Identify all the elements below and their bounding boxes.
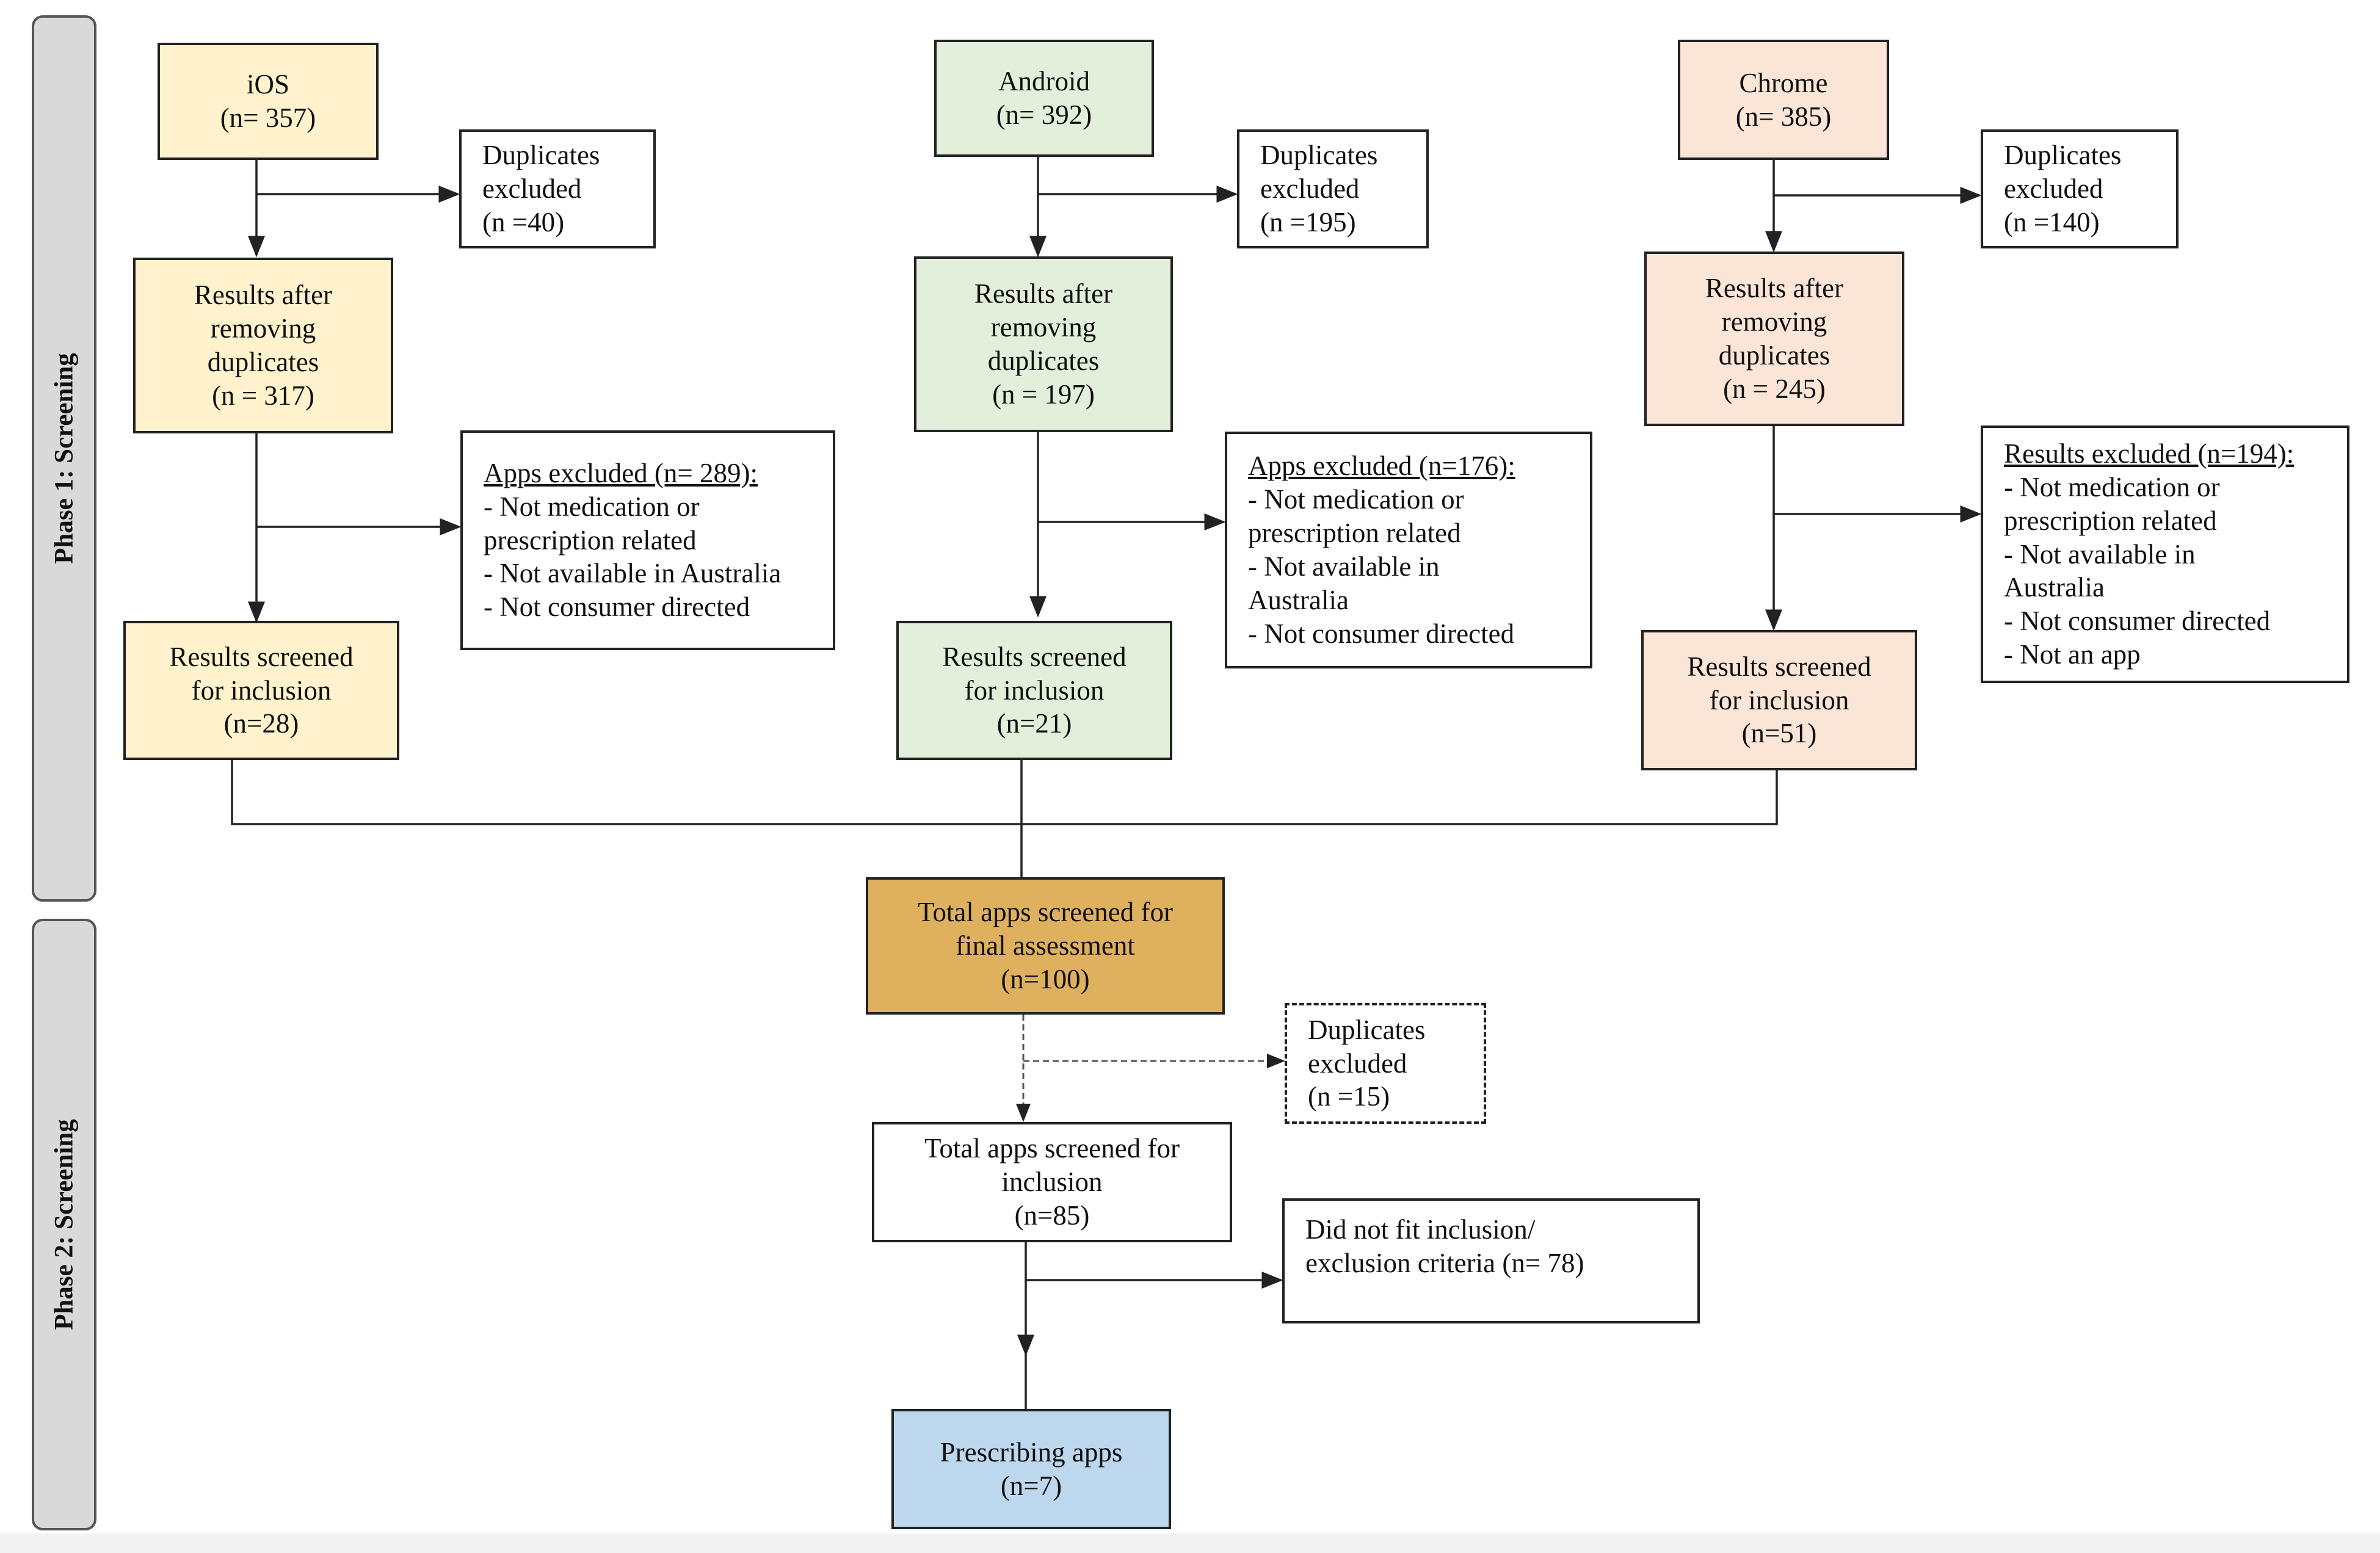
chrome-excluded-reason-5: - Not consumer directed	[2004, 606, 2271, 637]
android-source-name: Android	[998, 66, 1090, 97]
chrome-after-count: (n = 245)	[1723, 373, 1826, 404]
chrome-excluded-reason-4: Australia	[2004, 572, 2105, 603]
chrome-duplicates-line-1: Duplicates	[2004, 140, 2122, 171]
ios-duplicates-line-1: Duplicates	[482, 140, 600, 171]
chrome-after-line-1: Results after	[1705, 273, 1844, 304]
android-after-line-1: Results after	[974, 278, 1113, 310]
ios-source-name: iOS	[246, 69, 290, 100]
total-final-assessment-box: Total apps screened for final assessment…	[866, 877, 1225, 1015]
android-duplicates-count: (n =195)	[1260, 206, 1356, 237]
android-duplicates-box: Duplicates excluded (n =195)	[1237, 129, 1429, 248]
chrome-after-line-2: removing	[1721, 306, 1827, 338]
ios-screened-line-2: for inclusion	[191, 675, 332, 706]
android-excluded-title: Apps excluded (n=176):	[1248, 451, 1515, 482]
ios-source-count: (n= 357)	[220, 103, 316, 133]
android-duplicates-line-2: excluded	[1260, 173, 1360, 205]
android-after-duplicates-box: Results after removing duplicates (n = 1…	[914, 256, 1173, 432]
android-after-line-3: duplicates	[987, 346, 1100, 376]
total-inclusion-box: Total apps screened for inclusion (n=85)	[872, 1122, 1232, 1242]
android-after-line-2: removing	[990, 312, 1097, 343]
android-duplicates-line-1: Duplicates	[1260, 140, 1378, 171]
bottom-strip	[0, 1533, 2380, 1553]
chrome-screened-count: (n=51)	[1741, 718, 1817, 749]
ios-screened-line-1: Results screened	[169, 641, 354, 672]
ios-screened-count: (n=28)	[223, 708, 299, 739]
ios-excluded-reason-4: - Not consumer directed	[484, 592, 750, 623]
chrome-duplicates-line-2: excluded	[2004, 173, 2103, 205]
phase2-duplicates-line-1: Duplicates	[1308, 1014, 1426, 1045]
phase1-label: Phase 1: Screening	[49, 353, 79, 564]
ios-excluded-box: Apps excluded (n= 289): - Not medication…	[460, 430, 835, 650]
ios-excluded-reason-3: - Not available in Australia	[484, 558, 782, 589]
android-after-count: (n = 197)	[992, 378, 1095, 410]
chrome-excluded-box: Results excluded (n=194): - Not medicati…	[1981, 425, 2349, 683]
android-excluded-box: Apps excluded (n=176): - Not medication …	[1225, 432, 1592, 668]
phase2-duplicates-box: Duplicates excluded (n =15)	[1285, 1003, 1486, 1124]
prescribing-count: (n=7)	[1000, 1470, 1062, 1501]
phase2-duplicates-count: (n =15)	[1308, 1081, 1390, 1112]
android-screened-line-1: Results screened	[942, 641, 1127, 672]
chrome-screened-box: Results screened for inclusion (n=51)	[1641, 630, 1917, 770]
ios-excluded-title: Apps excluded (n= 289):	[484, 457, 758, 488]
ios-screened-box: Results screened for inclusion (n=28)	[123, 621, 399, 760]
phase2-duplicates-line-2: excluded	[1308, 1048, 1407, 1079]
ios-after-line-1: Results after	[194, 280, 333, 311]
chrome-after-duplicates-box: Results after removing duplicates (n = 2…	[1644, 252, 1904, 426]
chrome-excluded-title: Results excluded (n=194):	[2004, 438, 2295, 469]
ios-after-duplicates-box: Results after removing duplicates (n = 3…	[133, 258, 393, 433]
not-fit-line-2: exclusion criteria (n= 78)	[1305, 1247, 1584, 1278]
not-fit-line-1: Did not fit inclusion/	[1305, 1214, 1536, 1245]
android-screened-count: (n=21)	[996, 708, 1072, 739]
ios-duplicates-line-2: excluded	[482, 173, 582, 205]
chrome-excluded-reason-1: - Not medication or	[2004, 471, 2220, 502]
ios-after-line-2: removing	[210, 313, 316, 344]
ios-after-count: (n = 317)	[212, 380, 314, 411]
prescribing-apps-box: Prescribing apps (n=7)	[891, 1409, 1171, 1529]
android-screened-line-2: for inclusion	[964, 675, 1105, 706]
android-excluded-reason-5: - Not consumer directed	[1248, 618, 1515, 649]
ios-after-line-3: duplicates	[207, 347, 319, 377]
chrome-excluded-reason-3: - Not available in	[2004, 538, 2196, 570]
total-inclusion-line-1: Total apps screened for	[924, 1133, 1180, 1164]
chrome-duplicates-box: Duplicates excluded (n =140)	[1981, 129, 2179, 248]
ios-source-box: iOS (n= 357)	[158, 43, 379, 160]
ios-excluded-reason-1: - Not medication or	[484, 491, 700, 522]
total-final-line-2: final assessment	[956, 930, 1135, 961]
chrome-source-box: Chrome (n= 385)	[1678, 40, 1889, 160]
total-final-line-1: Total apps screened for	[918, 897, 1173, 928]
chrome-source-name: Chrome	[1739, 67, 1828, 98]
android-excluded-reason-4: Australia	[1248, 584, 1349, 615]
merge-bracket	[231, 760, 1778, 825]
chrome-excluded-reason-2: prescription related	[2004, 505, 2217, 536]
chrome-screened-line-1: Results screened	[1687, 651, 1871, 682]
phase2-bar: Phase 2: Screening	[32, 919, 96, 1530]
android-excluded-reason-3: - Not available in	[1248, 551, 1440, 582]
chrome-after-line-3: duplicates	[1718, 340, 1830, 371]
chrome-screened-line-2: for inclusion	[1709, 684, 1849, 715]
chrome-excluded-reason-6: - Not an app	[2004, 639, 2141, 670]
chrome-source-count: (n= 385)	[1735, 101, 1832, 132]
prescribing-line-1: Prescribing apps	[940, 1436, 1123, 1468]
android-source-box: Android (n= 392)	[934, 40, 1154, 157]
total-inclusion-count: (n=85)	[1014, 1200, 1090, 1231]
android-excluded-reason-2: prescription related	[1248, 518, 1461, 549]
ios-excluded-reason-2: prescription related	[484, 524, 697, 556]
ios-duplicates-count: (n =40)	[482, 206, 565, 237]
not-fit-criteria-box: Did not fit inclusion/ exclusion criteri…	[1282, 1198, 1700, 1323]
android-screened-box: Results screened for inclusion (n=21)	[896, 621, 1172, 760]
android-excluded-reason-1: - Not medication or	[1248, 484, 1464, 515]
chrome-duplicates-count: (n =140)	[2004, 206, 2100, 237]
ios-duplicates-box: Duplicates excluded (n =40)	[459, 129, 656, 248]
total-final-count: (n=100)	[1001, 963, 1090, 994]
phase1-bar: Phase 1: Screening	[32, 15, 96, 902]
phase2-label: Phase 2: Screening	[49, 1119, 79, 1330]
android-source-count: (n= 392)	[996, 100, 1092, 130]
total-inclusion-line-2: inclusion	[1001, 1167, 1103, 1198]
